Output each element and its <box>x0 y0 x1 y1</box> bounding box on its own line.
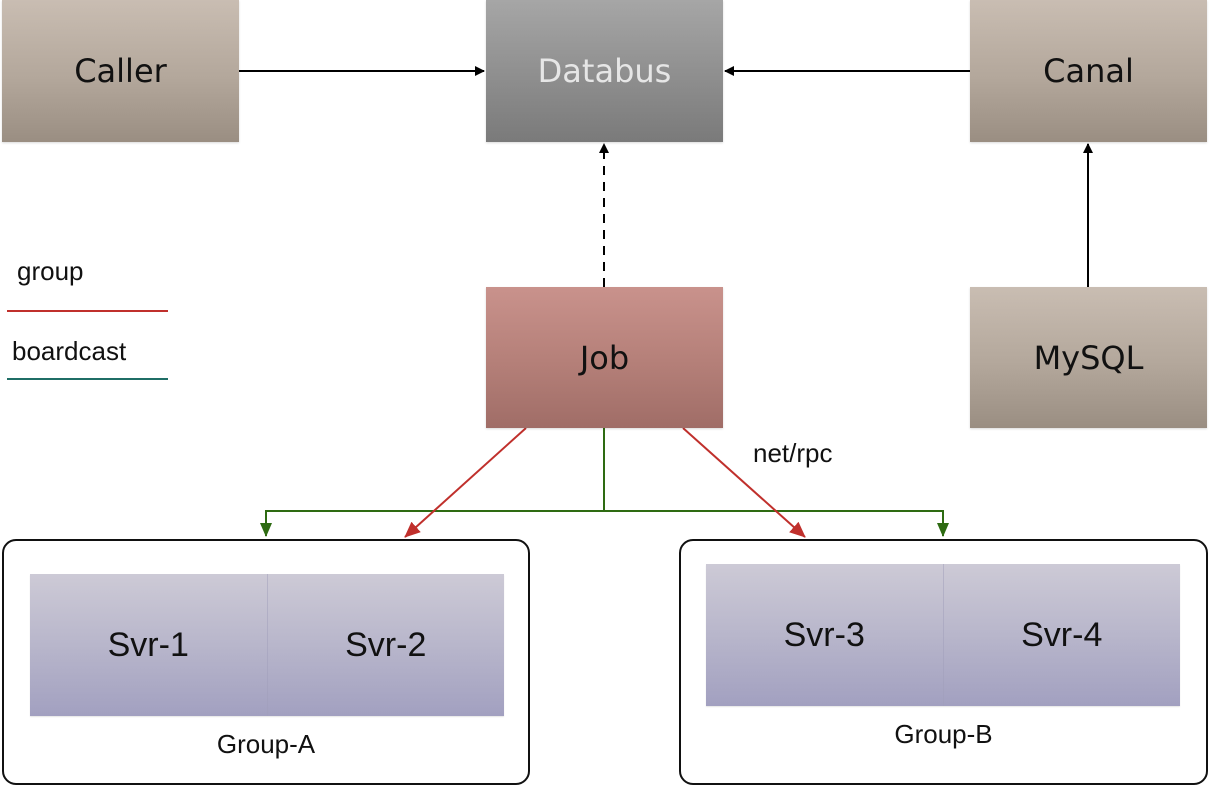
caller-label: Caller <box>74 52 167 90</box>
edge-group-group-b <box>682 427 806 538</box>
group-a-label: Group-A <box>216 729 316 759</box>
group-a-container[interactable]: Svr-1 Svr-2 Group-A <box>2 539 530 785</box>
server-label: Svr-1 <box>107 625 189 664</box>
legend-group-line <box>7 310 168 312</box>
server-node[interactable]: Svr-1 <box>30 574 267 716</box>
edge-broadcast-group-b <box>604 510 949 537</box>
mysql-node[interactable]: MySQL <box>970 287 1207 428</box>
edge-label-net-rpc: net/rpc <box>753 438 833 468</box>
group-a-servers: Svr-1 Svr-2 <box>30 574 504 716</box>
legend-broadcast-label: boardcast <box>12 336 127 366</box>
legend-broadcast-line <box>7 378 168 380</box>
server-node[interactable]: Svr-3 <box>706 564 943 706</box>
server-node[interactable]: Svr-2 <box>266 574 505 716</box>
group-b-container[interactable]: Svr-3 Svr-4 Group-B <box>679 539 1208 785</box>
legend-group-label: group <box>17 256 84 286</box>
edge-broadcast-group-a <box>260 510 604 537</box>
server-node[interactable]: Svr-4 <box>942 564 1181 706</box>
mysql-label: MySQL <box>1033 338 1144 377</box>
server-label: Svr-4 <box>1021 615 1103 654</box>
databus-node[interactable]: Databus <box>486 0 723 142</box>
canal-node[interactable]: Canal <box>970 0 1207 142</box>
job-label: Job <box>579 338 630 377</box>
group-b-servers: Svr-3 Svr-4 <box>706 564 1180 706</box>
group-b-label: Group-B <box>894 719 993 749</box>
job-node[interactable]: Job <box>486 287 723 428</box>
canal-label: Canal <box>1043 52 1134 90</box>
server-label: Svr-3 <box>783 615 865 654</box>
server-label: Svr-2 <box>345 625 427 664</box>
caller-node[interactable]: Caller <box>2 0 239 142</box>
databus-label: Databus <box>537 52 672 90</box>
edge-group-group-a <box>404 427 527 538</box>
